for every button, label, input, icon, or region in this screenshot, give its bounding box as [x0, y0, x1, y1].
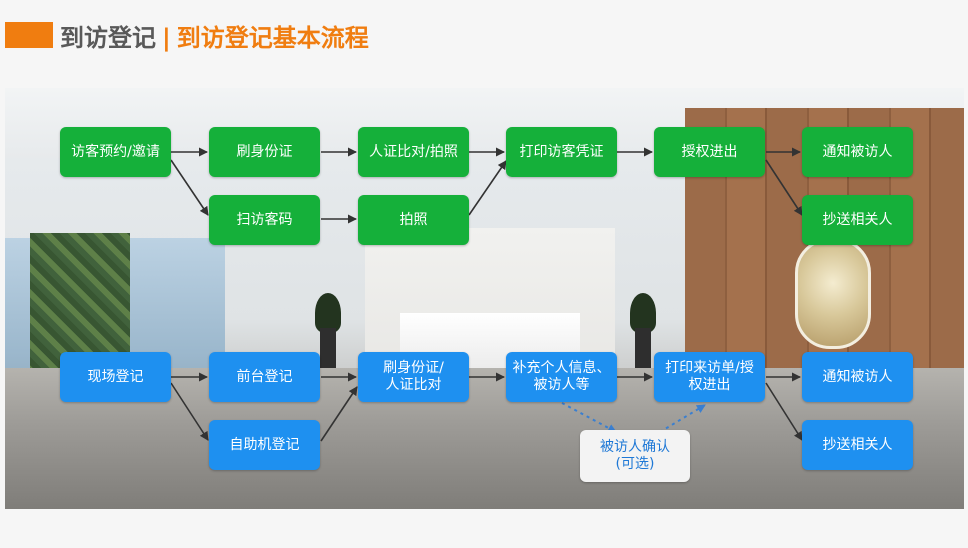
- photo-plant-left: [315, 293, 341, 333]
- step-photo: 拍照: [358, 195, 469, 245]
- header-accent-bar: [5, 22, 53, 48]
- photo-wall-art: [795, 238, 871, 349]
- photo-pot-left: [320, 328, 336, 368]
- step-cc-related-bottom: 抄送相关人: [802, 420, 913, 470]
- photo-plant-right: [630, 293, 656, 333]
- step-front-desk-register: 前台登记: [209, 352, 320, 402]
- photo-pot-right: [635, 328, 651, 368]
- step-host-confirm-optional: 被访人确认 (可选): [580, 430, 690, 482]
- step-print-pass: 打印访客凭证: [506, 127, 617, 177]
- footer-strip: [0, 509, 968, 548]
- step-visitor-booking: 访客预约/邀请: [60, 127, 171, 177]
- step-scan-code: 扫访客码: [209, 195, 320, 245]
- step-cc-related: 抄送相关人: [802, 195, 913, 245]
- step-id-match-photo: 人证比对/拍照: [358, 127, 469, 177]
- step-notify-host: 通知被访人: [802, 127, 913, 177]
- step-grant-access: 授权进出: [654, 127, 765, 177]
- step-notify-host-bottom: 通知被访人: [802, 352, 913, 402]
- title-separator: |: [162, 24, 171, 52]
- page-title: 到访登记|到访登记基本流程: [60, 18, 369, 53]
- header: 到访登记|到访登记基本流程: [0, 0, 968, 58]
- step-swipe-id-match: 刷身份证/ 人证比对: [358, 352, 469, 402]
- step-print-slip-access: 打印来访单/授 权进出: [654, 352, 765, 402]
- step-onsite-register: 现场登记: [60, 352, 171, 402]
- title-main: 到访登记: [60, 24, 156, 52]
- step-kiosk-register: 自助机登记: [209, 420, 320, 470]
- title-subtitle: 到访登记基本流程: [176, 24, 369, 52]
- step-supplement-info: 补充个人信息、 被访人等: [506, 352, 617, 402]
- step-swipe-id: 刷身份证: [209, 127, 320, 177]
